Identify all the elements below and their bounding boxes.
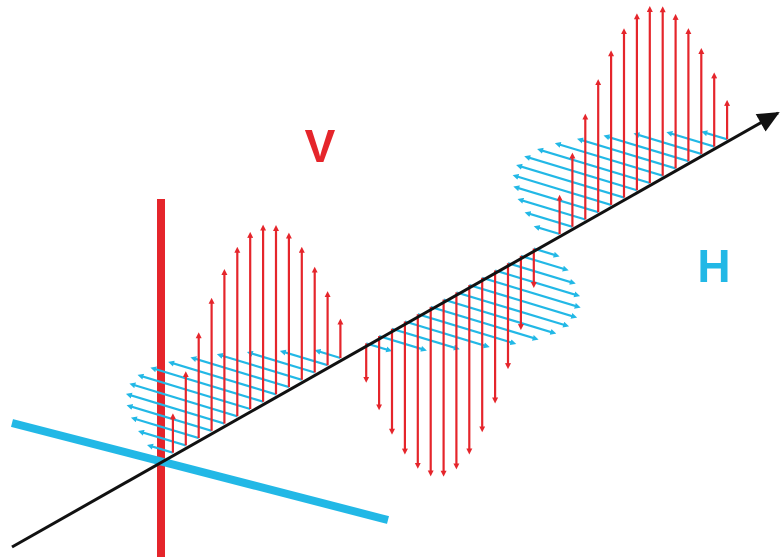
horizontal-field-vector [633, 132, 702, 155]
horizontal-field-vector [130, 416, 200, 440]
vertical-field-vectors [169, 6, 731, 477]
horizontal-field-vector [147, 443, 174, 454]
horizontal-field-vector [246, 350, 316, 374]
horizontal-field-vector [512, 173, 612, 206]
horizontal-field-vector [520, 254, 569, 272]
horizontal-field-vector [125, 392, 225, 425]
horizontal-field-vector [666, 130, 715, 148]
horizontal-field-vector [378, 335, 427, 352]
horizontal-field-vector [190, 356, 290, 389]
horizontal-field-vector [517, 197, 586, 221]
horizontal-field-vector [537, 147, 651, 185]
horizontal-field-vector [150, 366, 264, 403]
horizontal-field-vector [314, 349, 341, 360]
horizontal-polarization-label: H [697, 240, 730, 292]
horizontal-field-vector [701, 130, 728, 141]
horizontal-field-vector [138, 429, 187, 447]
propagation-axis-arrow [11, 111, 780, 549]
horizontal-field-vector [507, 262, 576, 285]
horizontal-field-vector [533, 225, 560, 236]
horizontal-field-vector [443, 298, 557, 335]
horizontal-field-vector [456, 291, 570, 328]
vertical-polarization-label: V [305, 120, 336, 172]
horizontal-field-vector [577, 137, 676, 170]
horizontal-polarizer-bar [11, 419, 389, 524]
horizontal-field-vector [391, 327, 460, 351]
horizontal-field-vector [279, 349, 328, 367]
horizontal-field-vector [137, 373, 251, 411]
vertical-polarizer-bar [157, 199, 165, 557]
horizontal-field-vector [481, 276, 581, 309]
horizontal-field-vector [524, 211, 573, 228]
horizontal-field-vector [524, 155, 638, 192]
horizontal-field-vector [417, 313, 517, 346]
